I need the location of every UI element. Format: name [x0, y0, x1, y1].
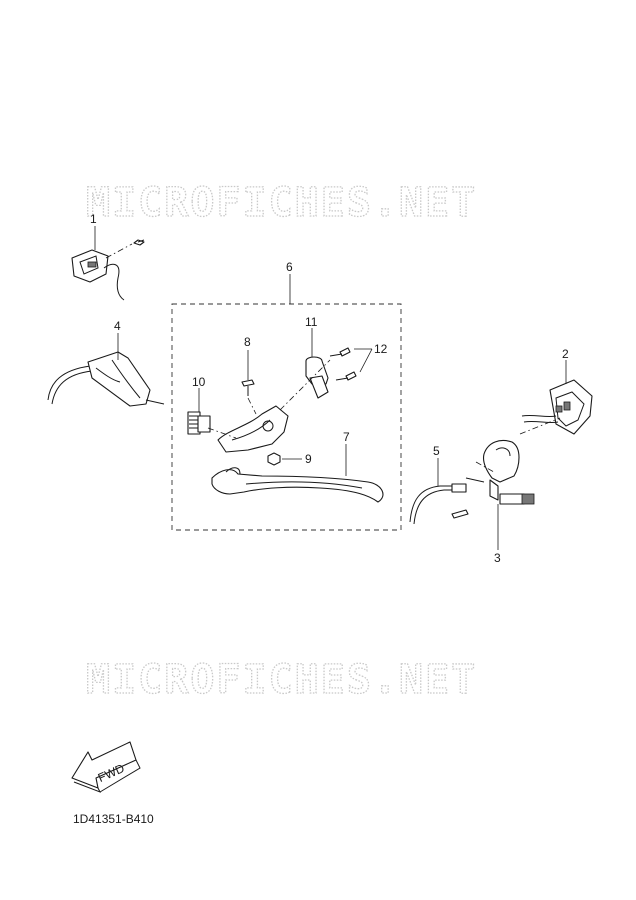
lever-bracket — [207, 359, 331, 453]
diagram-id: 1D41351-B410 — [73, 812, 154, 826]
part-7-lever — [211, 444, 384, 503]
part-8-bolt — [241, 350, 255, 396]
fwd-arrow-icon: FWD — [71, 741, 141, 793]
watermark-bottom: MICROFICHES.NET — [86, 657, 477, 703]
callout-1: 1 — [90, 212, 97, 226]
part-2-switch-housing — [521, 360, 593, 435]
callout-5: 5 — [433, 444, 440, 458]
part-10-adjuster — [187, 388, 211, 435]
callout-8: 8 — [244, 335, 251, 349]
part-5-cable — [409, 458, 485, 525]
callout-4: 4 — [114, 319, 121, 333]
callout-2: 2 — [562, 347, 569, 361]
part-3-switch-block — [475, 417, 561, 550]
callout-12: 12 — [374, 342, 388, 356]
callout-6: 6 — [286, 260, 293, 274]
callout-11: 11 — [305, 315, 318, 329]
part-9-nut — [267, 452, 302, 466]
callout-10: 10 — [192, 375, 206, 389]
part-12-screws — [329, 347, 373, 381]
part-11-holder — [305, 328, 329, 399]
callout-3: 3 — [494, 551, 501, 565]
part-1-switch — [71, 239, 145, 301]
callout-9: 9 — [305, 452, 312, 466]
assembly-box — [171, 303, 402, 531]
watermark-top: MICROFICHES.NET — [86, 180, 477, 226]
callout-7: 7 — [343, 430, 350, 444]
part-4-cable-boot — [47, 351, 165, 407]
